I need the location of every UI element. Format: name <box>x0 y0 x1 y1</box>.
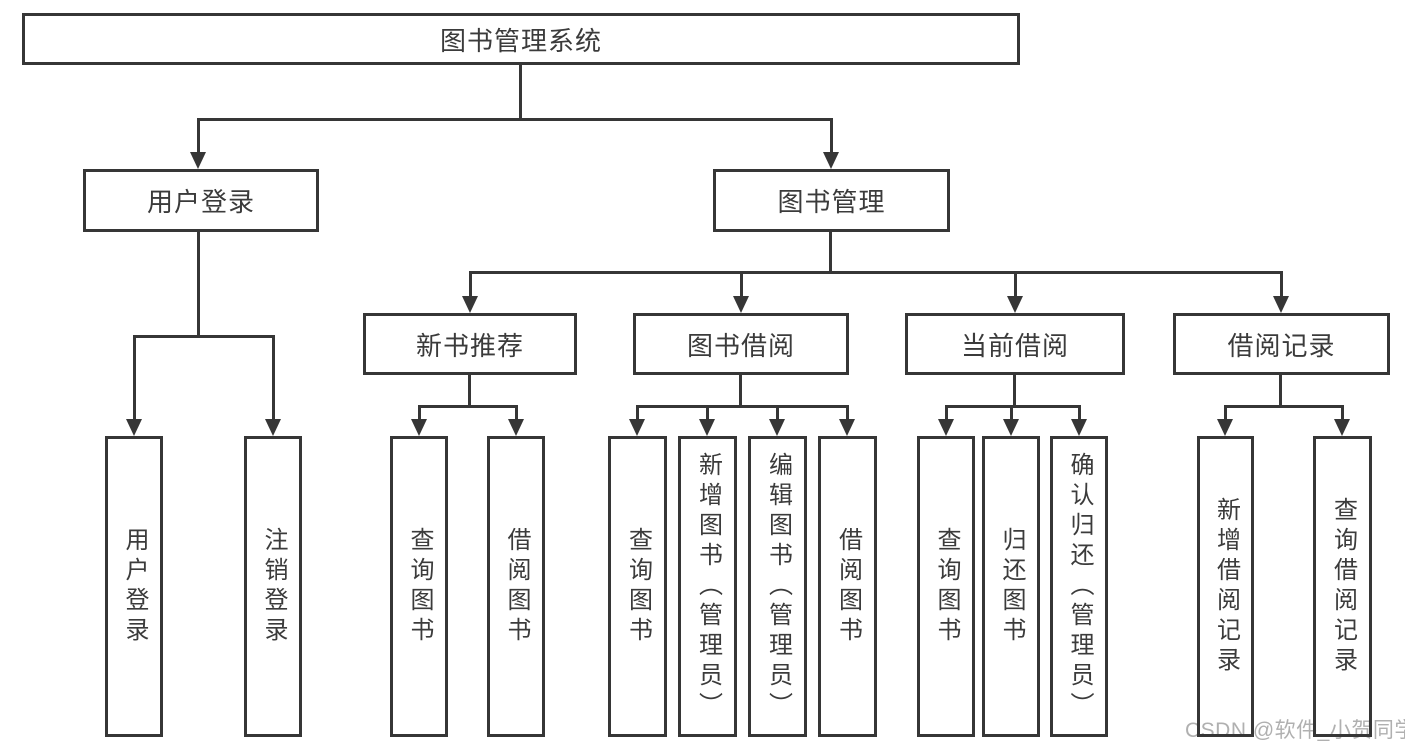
leaf-user-login: 用户登录 <box>105 436 163 737</box>
node-book-borrow: 图书借阅 <box>633 313 849 375</box>
arrow-to-user-login <box>190 118 206 169</box>
connector-book-management-stem <box>829 230 832 274</box>
arrow-to-br-add-record <box>1217 405 1233 436</box>
arrow-to-rec-query-books <box>411 405 427 436</box>
node-book-borrow-label: 图书借阅 <box>686 330 795 361</box>
leaf-br-add-record: 新增借阅记录 <box>1197 436 1254 737</box>
arrow-to-logout <box>265 335 281 436</box>
leaf-rec-query-books-label: 查询图书 <box>406 526 433 647</box>
leaf-cb-query-books-label: 查询图书 <box>933 526 960 647</box>
node-current-borrow: 当前借阅 <box>905 313 1125 375</box>
connector-root-bar <box>197 118 833 121</box>
node-user-login-label: 用户登录 <box>146 187 255 217</box>
leaf-logout-label: 注销登录 <box>260 526 287 647</box>
arrow-to-br-query-record <box>1334 405 1350 436</box>
leaf-br-query-record: 查询借阅记录 <box>1313 436 1372 737</box>
arrow-to-book-management <box>823 118 839 169</box>
leaf-logout: 注销登录 <box>244 436 302 737</box>
connector-user-login-stem <box>197 230 200 338</box>
leaf-rec-borrow-books-label: 借阅图书 <box>503 526 530 647</box>
node-user-login: 用户登录 <box>83 169 319 232</box>
leaf-user-login-label: 用户登录 <box>121 526 148 647</box>
arrow-to-bb-borrow-books <box>839 405 855 436</box>
leaf-br-query-record-label: 查询借阅记录 <box>1329 496 1357 677</box>
connector-borrow-records-bar <box>1224 405 1344 408</box>
node-root-label: 图书管理系统 <box>439 25 602 56</box>
arrow-to-bb-add-books <box>699 405 715 436</box>
connector-root-stem <box>519 63 522 120</box>
node-borrow-records: 借阅记录 <box>1173 313 1390 375</box>
arrow-to-bb-edit-books <box>769 405 785 436</box>
leaf-bb-add-books-label: 新增图书（管理员） <box>694 451 722 722</box>
leaf-cb-confirm-return-label: 确认归还（管理员） <box>1066 451 1093 722</box>
leaf-rec-query-books: 查询图书 <box>390 436 448 737</box>
connector-user-login-bar <box>133 335 275 338</box>
leaf-cb-confirm-return: 确认归还（管理员） <box>1050 436 1108 737</box>
arrow-to-current-borrow <box>1007 271 1023 313</box>
leaf-bb-query-books-label: 查询图书 <box>624 526 652 647</box>
node-book-management: 图书管理 <box>713 169 950 232</box>
node-new-book-recommend: 新书推荐 <box>363 313 577 375</box>
node-new-book-recommend-label: 新书推荐 <box>415 330 524 361</box>
connector-recommend-stem <box>468 373 471 408</box>
connector-borrow-records-stem <box>1279 373 1282 408</box>
leaf-bb-borrow-books: 借阅图书 <box>818 436 877 737</box>
leaf-cb-query-books: 查询图书 <box>917 436 975 737</box>
arrow-to-new-book-recommend <box>462 271 478 313</box>
leaf-bb-query-books: 查询图书 <box>608 436 667 737</box>
connector-book-management-bar <box>469 271 1283 274</box>
leaf-br-add-record-label: 新增借阅记录 <box>1212 496 1240 677</box>
arrow-to-rec-borrow-books <box>508 405 524 436</box>
node-root: 图书管理系统 <box>22 13 1020 65</box>
leaf-bb-add-books: 新增图书（管理员） <box>678 436 737 737</box>
node-current-borrow-label: 当前借阅 <box>960 330 1069 361</box>
connector-recommend-bar <box>419 405 518 408</box>
leaf-bb-borrow-books-label: 借阅图书 <box>834 526 862 647</box>
leaf-cb-return-books: 归还图书 <box>982 436 1040 737</box>
watermark: CSDN @软件_小贺同学 <box>1185 719 1405 742</box>
arrow-to-cb-return-books <box>1003 405 1019 436</box>
connector-current-borrow-stem <box>1013 373 1016 408</box>
node-borrow-records-label: 借阅记录 <box>1227 330 1336 361</box>
connector-current-borrow-bar <box>945 405 1081 408</box>
arrow-to-bb-query-books <box>629 405 645 436</box>
leaf-cb-return-books-label: 归还图书 <box>998 526 1025 647</box>
leaf-rec-borrow-books: 借阅图书 <box>487 436 545 737</box>
connector-book-borrow-stem <box>739 373 742 408</box>
node-book-management-label: 图书管理 <box>777 187 886 217</box>
arrow-to-borrow-records <box>1273 271 1289 313</box>
connector-book-borrow-bar <box>637 405 849 408</box>
leaf-bb-edit-books-label: 编辑图书（管理员） <box>764 451 792 722</box>
arrow-to-user-login-leaf <box>126 335 142 436</box>
leaf-bb-edit-books: 编辑图书（管理员） <box>748 436 807 737</box>
arrow-to-cb-query-books <box>938 405 954 436</box>
arrow-to-cb-confirm-return <box>1071 405 1087 436</box>
arrow-to-book-borrow <box>733 271 749 313</box>
